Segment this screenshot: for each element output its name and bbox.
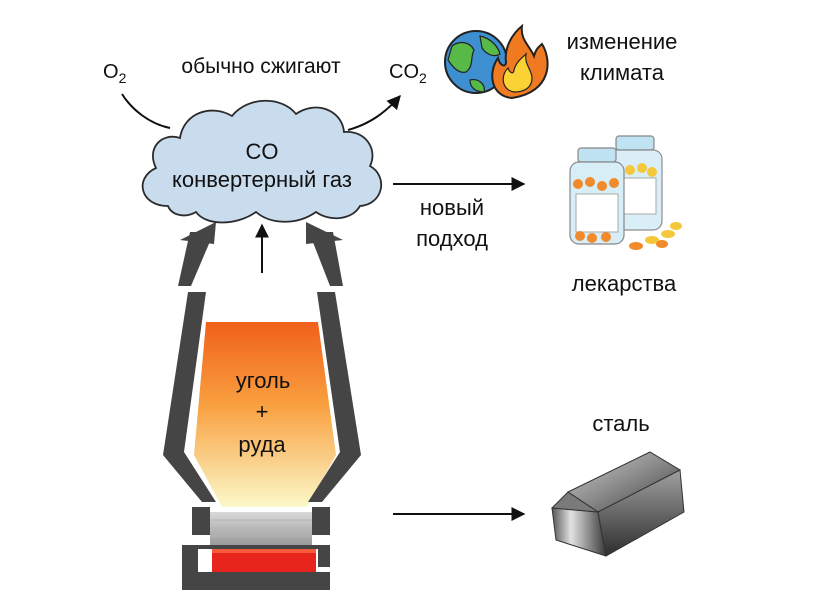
hearth-right-wall [312, 507, 330, 535]
furnace-left-chimney-tip [180, 222, 216, 244]
furnace-left-wall [163, 292, 216, 502]
steel-label: сталь [592, 411, 649, 436]
burned-label: обычно сжигают [181, 55, 341, 78]
molten-iron [212, 549, 316, 572]
charge-label-coal: уголь [236, 368, 291, 393]
furnace-charge-zone [194, 322, 336, 507]
medicine-label: лекарства [572, 271, 677, 296]
hearth-lower-right-wall [318, 545, 330, 567]
earth-fire-icon [444, 23, 549, 100]
gas-formula: CO [246, 139, 279, 164]
climate-label-line2: климата [580, 60, 665, 85]
gas-name: конвертерный газ [172, 167, 352, 192]
new-approach-line2: подход [416, 226, 488, 251]
gas-cloud [141, 99, 383, 224]
hearth-floor [182, 572, 330, 590]
hearth-divider [198, 545, 318, 549]
furnace-left-chimney [178, 232, 214, 286]
charge-label-ore: руда [238, 432, 286, 457]
o2-inflow-curve [121, 93, 171, 129]
steel-ingot-icon [550, 451, 685, 557]
furnace-right-wall [308, 292, 361, 502]
hearth-left-wall [192, 507, 210, 535]
new-approach-line1: новый [420, 195, 484, 220]
charge-label-plus: + [256, 399, 269, 424]
pill-bottles-icon [569, 135, 682, 250]
climate-label-line1: изменение [567, 29, 678, 54]
co2-outflow-arrow [347, 94, 401, 131]
furnace-right-chimney-tip [306, 222, 343, 244]
o2-label: O2 [103, 61, 127, 86]
furnace-right-chimney [309, 232, 343, 286]
co2-label: CO2 [389, 61, 427, 86]
blast-furnace [163, 222, 361, 590]
